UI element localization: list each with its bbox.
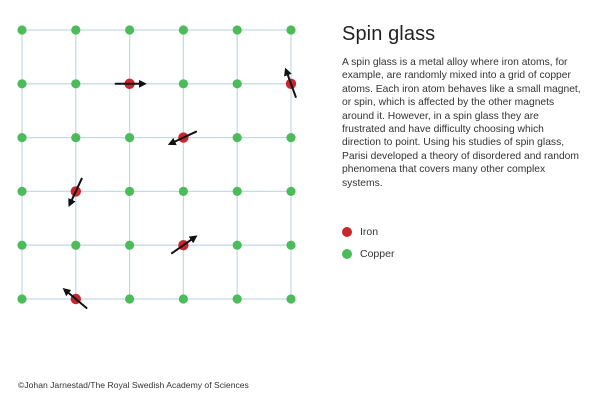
copper-atom-dot-icon: [342, 249, 352, 259]
lattice-grid-lines: [21, 29, 292, 300]
copper-atom: [178, 25, 188, 35]
panel-title: Spin glass: [342, 23, 436, 45]
copper-atom: [17, 79, 27, 89]
spin-arrows: [62, 67, 297, 309]
copper-atom: [17, 240, 27, 250]
copper-atom: [71, 240, 81, 250]
copper-atom: [178, 186, 188, 196]
iron-atom-dot-icon: [342, 227, 352, 237]
copper-atom: [232, 25, 242, 35]
copper-atom: [232, 240, 242, 250]
copper-atom: [71, 25, 81, 35]
copper-atom: [286, 240, 296, 250]
copper-atom: [17, 294, 27, 304]
copper-atom: [125, 294, 135, 304]
spin-glass-lattice-diagram: [17, 25, 297, 309]
copper-atom: [286, 186, 296, 196]
copper-atom: [232, 186, 242, 196]
copper-atom: [286, 25, 296, 35]
copper-atom: [232, 294, 242, 304]
panel-description: A spin glass is a metal alloy where iron…: [342, 57, 581, 189]
copper-atom: [232, 79, 242, 89]
legend-item-copper: Copper: [342, 247, 394, 261]
copper-atom: [125, 133, 135, 143]
copper-atom: [232, 133, 242, 143]
legend-label-copper: Copper: [360, 248, 395, 260]
copper-atom: [125, 186, 135, 196]
copper-atom: [17, 186, 27, 196]
copper-atom: [71, 79, 81, 89]
lattice-atoms: [17, 25, 297, 305]
spin-arrow: [167, 130, 198, 146]
copper-atom: [125, 240, 135, 250]
copper-atom: [17, 133, 27, 143]
copper-atom: [286, 294, 296, 304]
spin-arrow: [170, 235, 198, 255]
legend: Iron Copper: [342, 225, 394, 269]
copper-atom: [71, 133, 81, 143]
legend-label-iron: Iron: [360, 226, 379, 238]
image-credit: ©Johan Jarnestad/The Royal Swedish Acade…: [18, 380, 249, 390]
spin-arrow: [284, 67, 297, 98]
copper-atom: [178, 79, 188, 89]
legend-item-iron: Iron: [342, 225, 394, 239]
copper-atom: [17, 25, 27, 35]
spin-arrow: [68, 177, 83, 207]
copper-atom: [178, 294, 188, 304]
spin-arrow: [62, 287, 88, 309]
copper-atom: [125, 25, 135, 35]
info-panel: Spin glass A spin glass is a metal alloy…: [342, 22, 582, 190]
copper-atom: [286, 133, 296, 143]
